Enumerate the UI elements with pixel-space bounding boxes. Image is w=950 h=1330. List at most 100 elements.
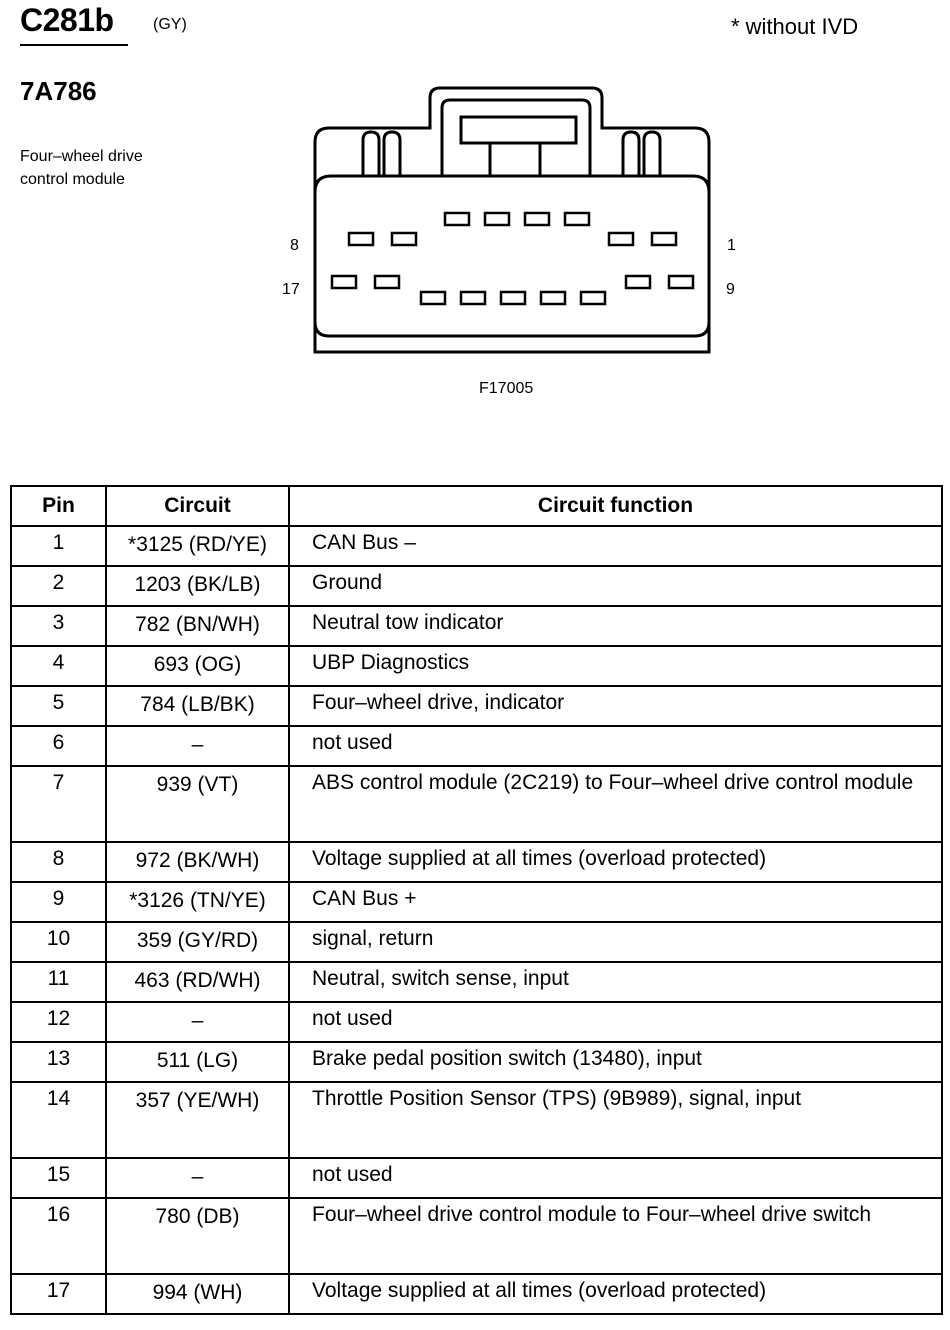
cell-pin: 14: [10, 1081, 107, 1159]
pin-cavity: [667, 274, 695, 290]
cell-function: CAN Bus –: [288, 525, 943, 567]
cell-circuit: 693 (OG): [105, 645, 290, 687]
connector-face-inner: [313, 174, 711, 338]
connector-latch: [440, 98, 592, 176]
cell-circuit: 463 (RD/WH): [105, 961, 290, 1003]
cell-circuit: 357 (YE/WH): [105, 1081, 290, 1159]
cell-function: not used: [288, 725, 943, 767]
pin-cavity: [330, 274, 358, 290]
cell-circuit: 511 (LG): [105, 1041, 290, 1083]
cell-circuit: *3125 (RD/YE): [105, 525, 290, 567]
pin-label-top-left: 8: [290, 237, 299, 254]
cell-pin: 4: [10, 645, 107, 687]
latch-window: [459, 115, 578, 145]
cell-pin: 13: [10, 1041, 107, 1083]
table-row: 15–not used: [10, 1157, 943, 1199]
pin-cavity: [624, 274, 652, 290]
pin-cavity: [650, 231, 678, 247]
cell-pin: 6: [10, 725, 107, 767]
cell-circuit: *3126 (TN/YE): [105, 881, 290, 923]
component-description: Four–wheel drive control module: [20, 145, 143, 191]
cell-circuit: 780 (DB): [105, 1197, 290, 1275]
cell-circuit: 784 (LB/BK): [105, 685, 290, 727]
pin-label-bottom-right: 9: [726, 281, 735, 298]
pin-cavity: [499, 290, 527, 306]
table-row: 6–not used: [10, 725, 943, 767]
asterisk-note: * without IVD: [731, 14, 859, 39]
pinout-table: Pin Circuit Circuit function 1*3125 (RD/…: [10, 485, 943, 1315]
cell-pin: 1: [10, 525, 107, 567]
pin-cavity: [523, 211, 551, 227]
header-circuit: Circuit: [105, 485, 290, 527]
cell-function: Ground: [288, 565, 943, 607]
pin-cavity: [539, 290, 567, 306]
cell-function: Voltage supplied at all times (overload …: [288, 1273, 943, 1315]
cell-circuit: –: [105, 1001, 290, 1043]
cell-function: not used: [288, 1001, 943, 1043]
cell-pin: 3: [10, 605, 107, 647]
pin-label-top-right: 1: [727, 237, 736, 254]
connector-color: (GY): [153, 16, 187, 33]
cell-circuit: 359 (GY/RD): [105, 921, 290, 963]
figure-code: F17005: [479, 380, 534, 397]
connector-housing-outline: [313, 86, 711, 354]
cell-circuit: –: [105, 1157, 290, 1199]
header-pin: Pin: [10, 485, 107, 527]
rib-right: [621, 130, 641, 176]
cell-circuit: 972 (BK/WH): [105, 841, 290, 883]
table-row: 1*3125 (RD/YE)CAN Bus –: [10, 525, 943, 567]
cell-function: Voltage supplied at all times (overload …: [288, 841, 943, 883]
cell-function: Neutral tow indicator: [288, 605, 943, 647]
pin-cavity: [373, 274, 401, 290]
cell-function: Throttle Position Sensor (TPS) (9B989), …: [288, 1081, 943, 1159]
cell-circuit: 782 (BN/WH): [105, 605, 290, 647]
table-row: 12–not used: [10, 1001, 943, 1043]
cell-function: Four–wheel drive, indicator: [288, 685, 943, 727]
connector-id-underline: [20, 44, 128, 46]
cell-circuit: 1203 (BK/LB): [105, 565, 290, 607]
pin-cavity: [419, 290, 447, 306]
cell-function: ABS control module (2C219) to Four–wheel…: [288, 765, 943, 843]
pin-cavity: [443, 211, 471, 227]
pin-cavity: [579, 290, 607, 306]
cell-pin: 16: [10, 1197, 107, 1275]
cell-pin: 17: [10, 1273, 107, 1315]
description-line-1: Four–wheel drive: [20, 148, 143, 165]
description-line-2: control module: [20, 171, 125, 188]
cell-function: Brake pedal position switch (13480), inp…: [288, 1041, 943, 1083]
pin-cavity: [563, 211, 591, 227]
part-number: 7A786: [20, 76, 97, 106]
pin-cavity: [483, 211, 511, 227]
table-row: 9*3126 (TN/YE)CAN Bus +: [10, 881, 943, 923]
cell-pin: 5: [10, 685, 107, 727]
cell-pin: 12: [10, 1001, 107, 1043]
rib-right-2: [642, 130, 662, 176]
cell-function: Four–wheel drive control module to Four–…: [288, 1197, 943, 1275]
pin-cavity: [459, 290, 487, 306]
cell-pin: 2: [10, 565, 107, 607]
cell-circuit: 994 (WH): [105, 1273, 290, 1315]
cell-pin: 7: [10, 765, 107, 843]
pin-cavity: [607, 231, 635, 247]
cell-pin: 9: [10, 881, 107, 923]
cell-pin: 10: [10, 921, 107, 963]
cell-pin: 8: [10, 841, 107, 883]
cell-circuit: 939 (VT): [105, 765, 290, 843]
header-function: Circuit function: [288, 485, 943, 527]
cell-function: CAN Bus +: [288, 881, 943, 923]
latch-tab: [488, 141, 542, 178]
connector-id: C281b: [20, 2, 114, 38]
connector-face-drawing: [313, 86, 711, 354]
rib-left: [361, 130, 381, 176]
cell-pin: 11: [10, 961, 107, 1003]
cell-function: Neutral, switch sense, input: [288, 961, 943, 1003]
cell-function: not used: [288, 1157, 943, 1199]
